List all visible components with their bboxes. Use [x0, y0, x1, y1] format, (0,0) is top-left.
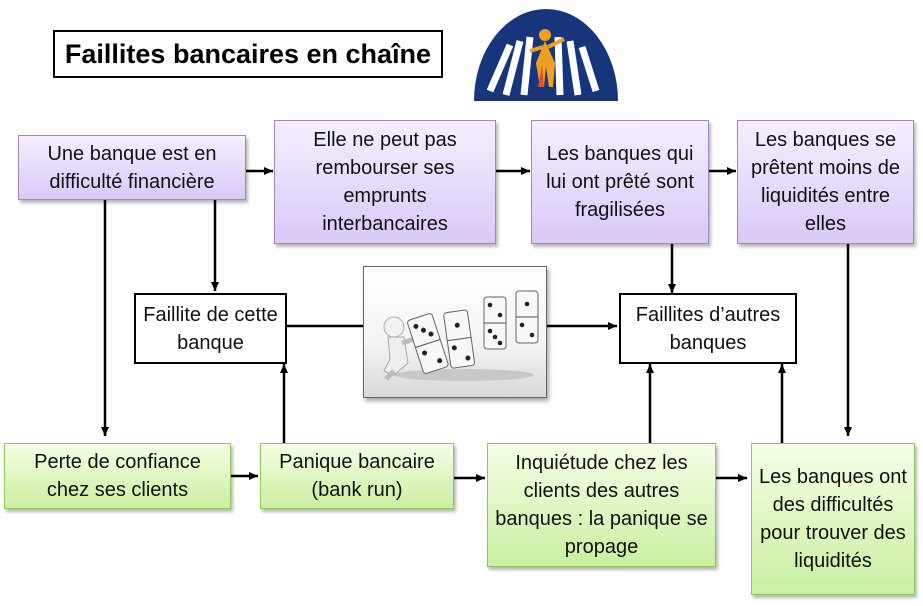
node-panique: Panique bancaire (bank run): [260, 443, 454, 509]
diagram-title: Faillites bancaires en chaîne: [53, 30, 443, 78]
node-banque-difficulte: Une banque est en difficulté financière: [18, 135, 246, 200]
logo-icon: [474, 9, 618, 101]
node-inquietude: Inquiétude chez les clients des autres b…: [487, 443, 716, 567]
node-perte-confiance: Perte de confiance chez ses clients: [4, 443, 231, 509]
person-pushing-dominoes-icon: [383, 290, 539, 381]
node-faillite-banque: Faillite de cette banque: [134, 293, 287, 364]
node-banques-fragilisees: Les banques qui lui ont prêté sont fragi…: [531, 120, 709, 244]
domino-illustration: [363, 266, 547, 398]
node-moins-liquidites: Les banques se prêtent moins de liquidit…: [737, 120, 914, 244]
node-difficultes-liquidites: Les banques ont des difficultés pour tro…: [751, 443, 915, 595]
node-faillites-autres: Faillites d’autres banques: [619, 293, 797, 364]
node-remboursement: Elle ne peut pas rembourser ses emprunts…: [274, 120, 496, 244]
